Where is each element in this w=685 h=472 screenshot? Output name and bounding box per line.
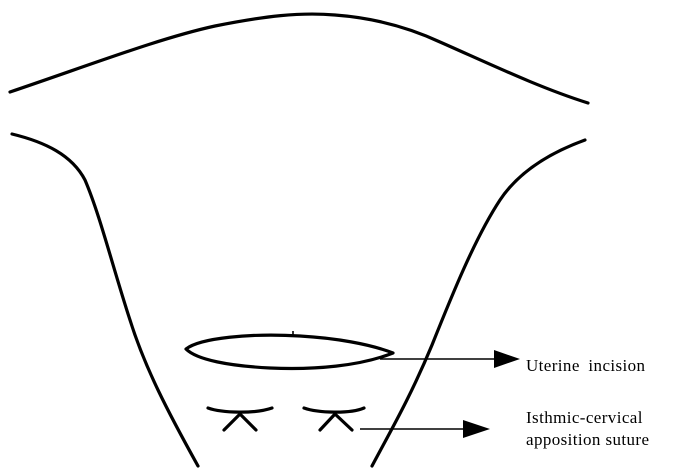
suture-label: Isthmic-cervical apposition suture — [526, 407, 649, 451]
uterine-incision-shape — [186, 335, 393, 368]
suture-mark-left — [208, 408, 272, 430]
uterine-incision-label: Uterine incision — [526, 355, 645, 377]
suture-label-line2: apposition suture — [526, 429, 649, 451]
uterine-fundus-outline — [10, 14, 588, 103]
left-uterine-wall — [12, 134, 198, 466]
suture-label-line1: Isthmic-cervical — [526, 407, 649, 429]
incision-pointer-arrowhead — [494, 350, 520, 368]
suture-mark-right — [304, 408, 364, 430]
suture-pointer-arrowhead — [463, 420, 490, 438]
